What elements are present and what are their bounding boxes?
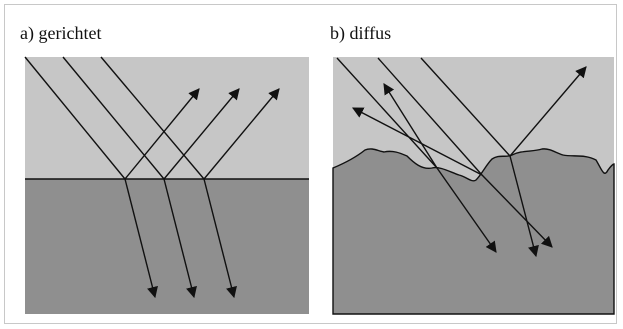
panel-b-incident-ray-3 bbox=[420, 57, 511, 157]
panel-b-reflected-ray-3 bbox=[509, 66, 587, 157]
panel-a-directed bbox=[24, 56, 309, 314]
panel-a-incident-ray-2 bbox=[62, 56, 165, 180]
panel-b-reflected-ray-2 bbox=[352, 107, 483, 176]
panel-b-rough-lower-medium bbox=[332, 148, 615, 315]
panel-a-incident-ray-1 bbox=[24, 56, 126, 180]
panel-a-reflected-ray-1 bbox=[124, 88, 200, 180]
panel-a-reflected-ray-3 bbox=[203, 88, 280, 180]
panel-b-incident-ray-1 bbox=[336, 57, 438, 169]
panel-b-refracted-ray-2 bbox=[481, 174, 553, 248]
panel-a-upper-medium bbox=[25, 57, 309, 179]
panel-a-refracted-ray-1 bbox=[124, 178, 158, 299]
panel-b-refracted-ray-1 bbox=[436, 167, 497, 253]
panel-b-diffuse bbox=[332, 57, 615, 315]
panel-a-refracted-ray-3 bbox=[203, 178, 237, 299]
panel-b-incident-ray-2 bbox=[377, 57, 483, 176]
panel-a-lower-medium bbox=[25, 179, 309, 314]
panel-b-reflected-ray-1 bbox=[383, 83, 438, 169]
panel-a-incident-ray-3 bbox=[100, 56, 205, 180]
panel-a-label: a) gerichtet bbox=[20, 23, 102, 43]
panel-a-reflected-ray-2 bbox=[163, 88, 240, 180]
panel-b-refracted-ray-3 bbox=[509, 155, 539, 258]
panel-a-refracted-ray-2 bbox=[163, 178, 197, 299]
panel-b-label: b) diffus bbox=[330, 23, 392, 43]
